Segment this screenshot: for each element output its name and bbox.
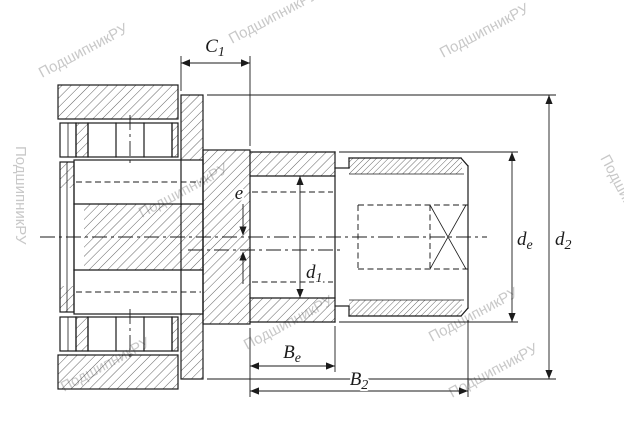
watermark-text: ПодшипникРУ: [596, 152, 624, 247]
dimension-b2: B2: [250, 320, 469, 397]
dim-label-c1: C1: [205, 36, 225, 60]
watermark-text: ПодшипникРУ: [437, 0, 532, 61]
section-hatching: [58, 85, 462, 389]
dimension-d2: d2: [207, 94, 574, 380]
needle-rollers-bottom: [59, 316, 179, 352]
dim-label-d2: d2: [555, 229, 572, 253]
dimension-be: Be: [249, 326, 336, 397]
dim-label-be: Be: [283, 342, 301, 366]
centerlines: [40, 115, 487, 359]
relief-groove: [334, 157, 350, 317]
dimension-e: e: [233, 181, 247, 284]
watermarks: ПодшипникРУ ПодшипникРУ ПодшипникРУ Подш…: [12, 0, 624, 402]
dimension-c1: C1: [180, 34, 251, 146]
watermark-text: ПодшипникРУ: [226, 0, 321, 48]
outer-ring: [57, 84, 179, 390]
dim-label-e: e: [235, 183, 243, 204]
dim-label-b2: B2: [350, 369, 369, 393]
watermark-text: ПодшипникРУ: [36, 20, 131, 81]
dimensions: C1 e d1 de d2: [180, 34, 574, 397]
watermark-text: ПодшипникРУ: [12, 146, 29, 245]
dimension-d1: d1: [296, 176, 325, 298]
dimension-de: de: [339, 151, 535, 323]
dim-label-d1: d1: [306, 262, 323, 286]
dim-label-de: de: [517, 229, 533, 253]
